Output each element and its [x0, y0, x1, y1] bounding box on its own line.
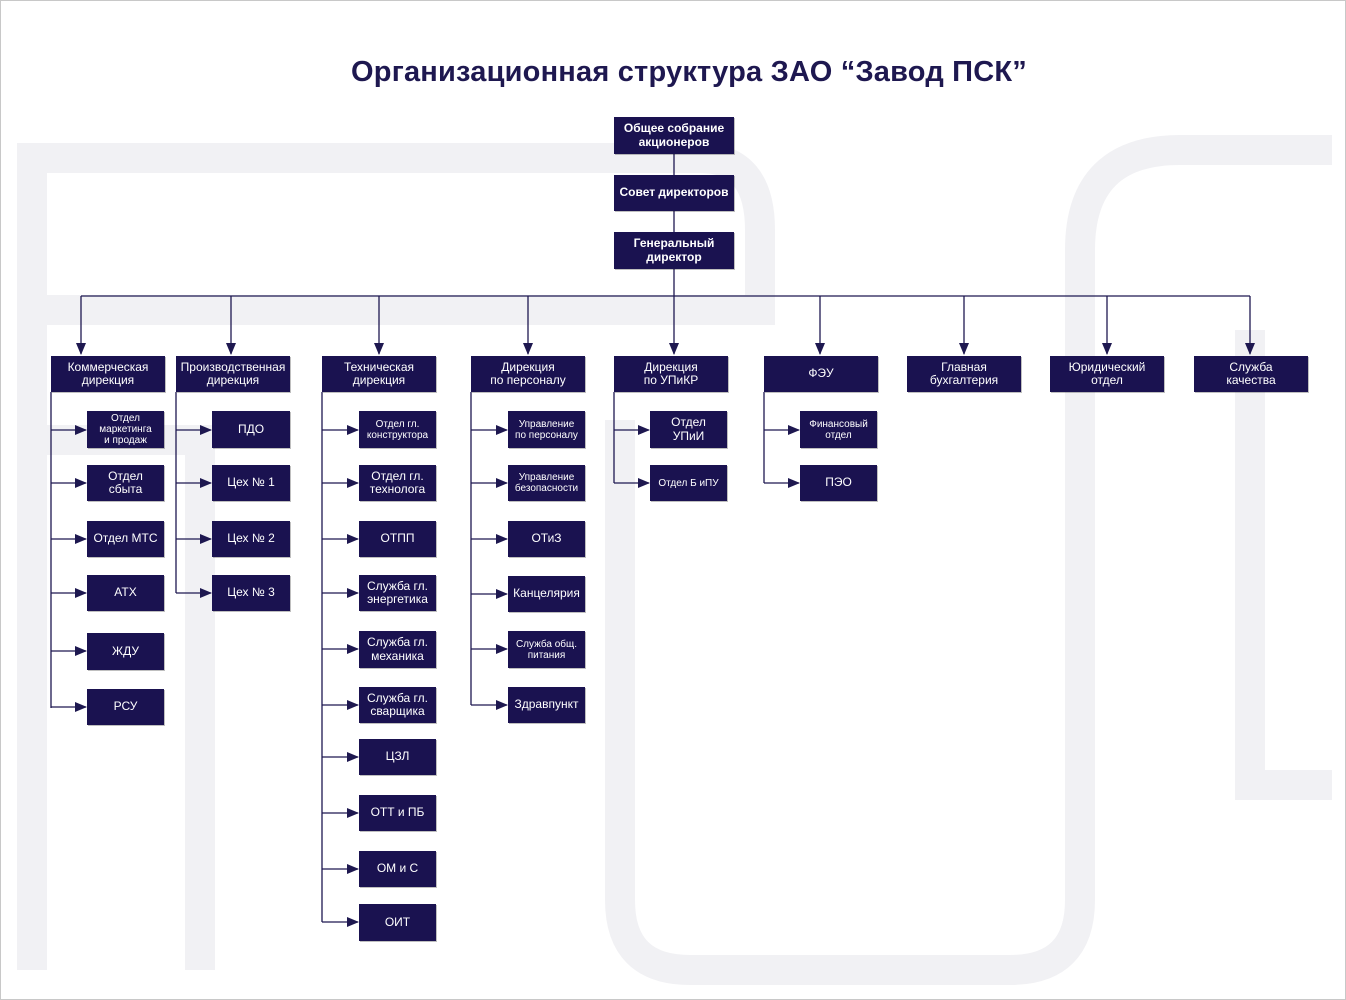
medical-station-box: Здравпункт	[508, 687, 585, 723]
financial-dept-box: Финансовый отдел	[800, 411, 877, 448]
mts-dept-box: Отдел МТС	[87, 521, 164, 557]
commercial-directorate-box: Коммерческая дирекция	[51, 356, 165, 392]
chief-technologist-dept-box: Отдел гл. технолога	[359, 465, 436, 501]
oit-box: ОИТ	[359, 904, 436, 941]
otpp-box: ОТПП	[359, 521, 436, 557]
rsu-box: РСУ	[87, 689, 164, 725]
atkh-box: АТХ	[87, 575, 164, 611]
chancellery-box: Канцелярия	[508, 576, 585, 612]
hr-directorate-box: Дирекция по персоналу	[471, 356, 585, 392]
workshop-1-box: Цех № 1	[212, 465, 290, 501]
sales-dept-box: Отдел сбыта	[87, 465, 164, 501]
czl-box: ЦЗЛ	[359, 739, 436, 775]
catering-service-box: Служба общ. питания	[508, 631, 585, 668]
upii-dept-box: Отдел УПиИ	[650, 411, 727, 448]
upikr-directorate-box: Дирекция по УПиКР	[614, 356, 728, 392]
hr-management-box: Управление по персоналу	[508, 411, 585, 448]
om-s-box: ОМ и С	[359, 851, 436, 887]
shareholders-meeting-box: Общее собрание акционеров	[614, 117, 734, 154]
chief-power-engineer-box: Служба гл. энергетика	[359, 575, 436, 611]
quality-service-box: Служба качества	[1194, 356, 1308, 392]
chief-mechanic-box: Служба гл. механика	[359, 631, 436, 668]
legal-department-box: Юридический отдел	[1050, 356, 1164, 392]
board-of-directors-box: Совет директоров	[614, 175, 734, 211]
ott-pb-box: ОТТ и ПБ	[359, 795, 436, 831]
feu-box: ФЭУ	[764, 356, 878, 392]
chief-designer-dept-box: Отдел гл. конструктора	[359, 411, 436, 448]
technical-directorate-box: Техническая дирекция	[322, 356, 436, 392]
chief-welder-box: Служба гл. сварщика	[359, 687, 436, 723]
chief-accounting-box: Главная бухгалтерия	[907, 356, 1021, 392]
security-management-box: Управление безопасности	[508, 465, 585, 501]
b-ipu-dept-box: Отдел Б иПУ	[650, 465, 727, 501]
general-director-box: Генеральный директор	[614, 232, 734, 269]
page-title: Организационная структура ЗАО “Завод ПСК…	[351, 56, 1027, 88]
production-directorate-box: Производственная дирекция	[176, 356, 290, 392]
workshop-2-box: Цех № 2	[212, 521, 290, 557]
peo-box: ПЭО	[800, 465, 877, 501]
pdo-box: ПДО	[212, 411, 290, 448]
workshop-3-box: Цех № 3	[212, 575, 290, 611]
zhdu-box: ЖДУ	[87, 633, 164, 670]
otiz-box: ОТиЗ	[508, 521, 585, 557]
marketing-sales-dept-box: Отдел маркетинга и продаж	[87, 411, 164, 448]
